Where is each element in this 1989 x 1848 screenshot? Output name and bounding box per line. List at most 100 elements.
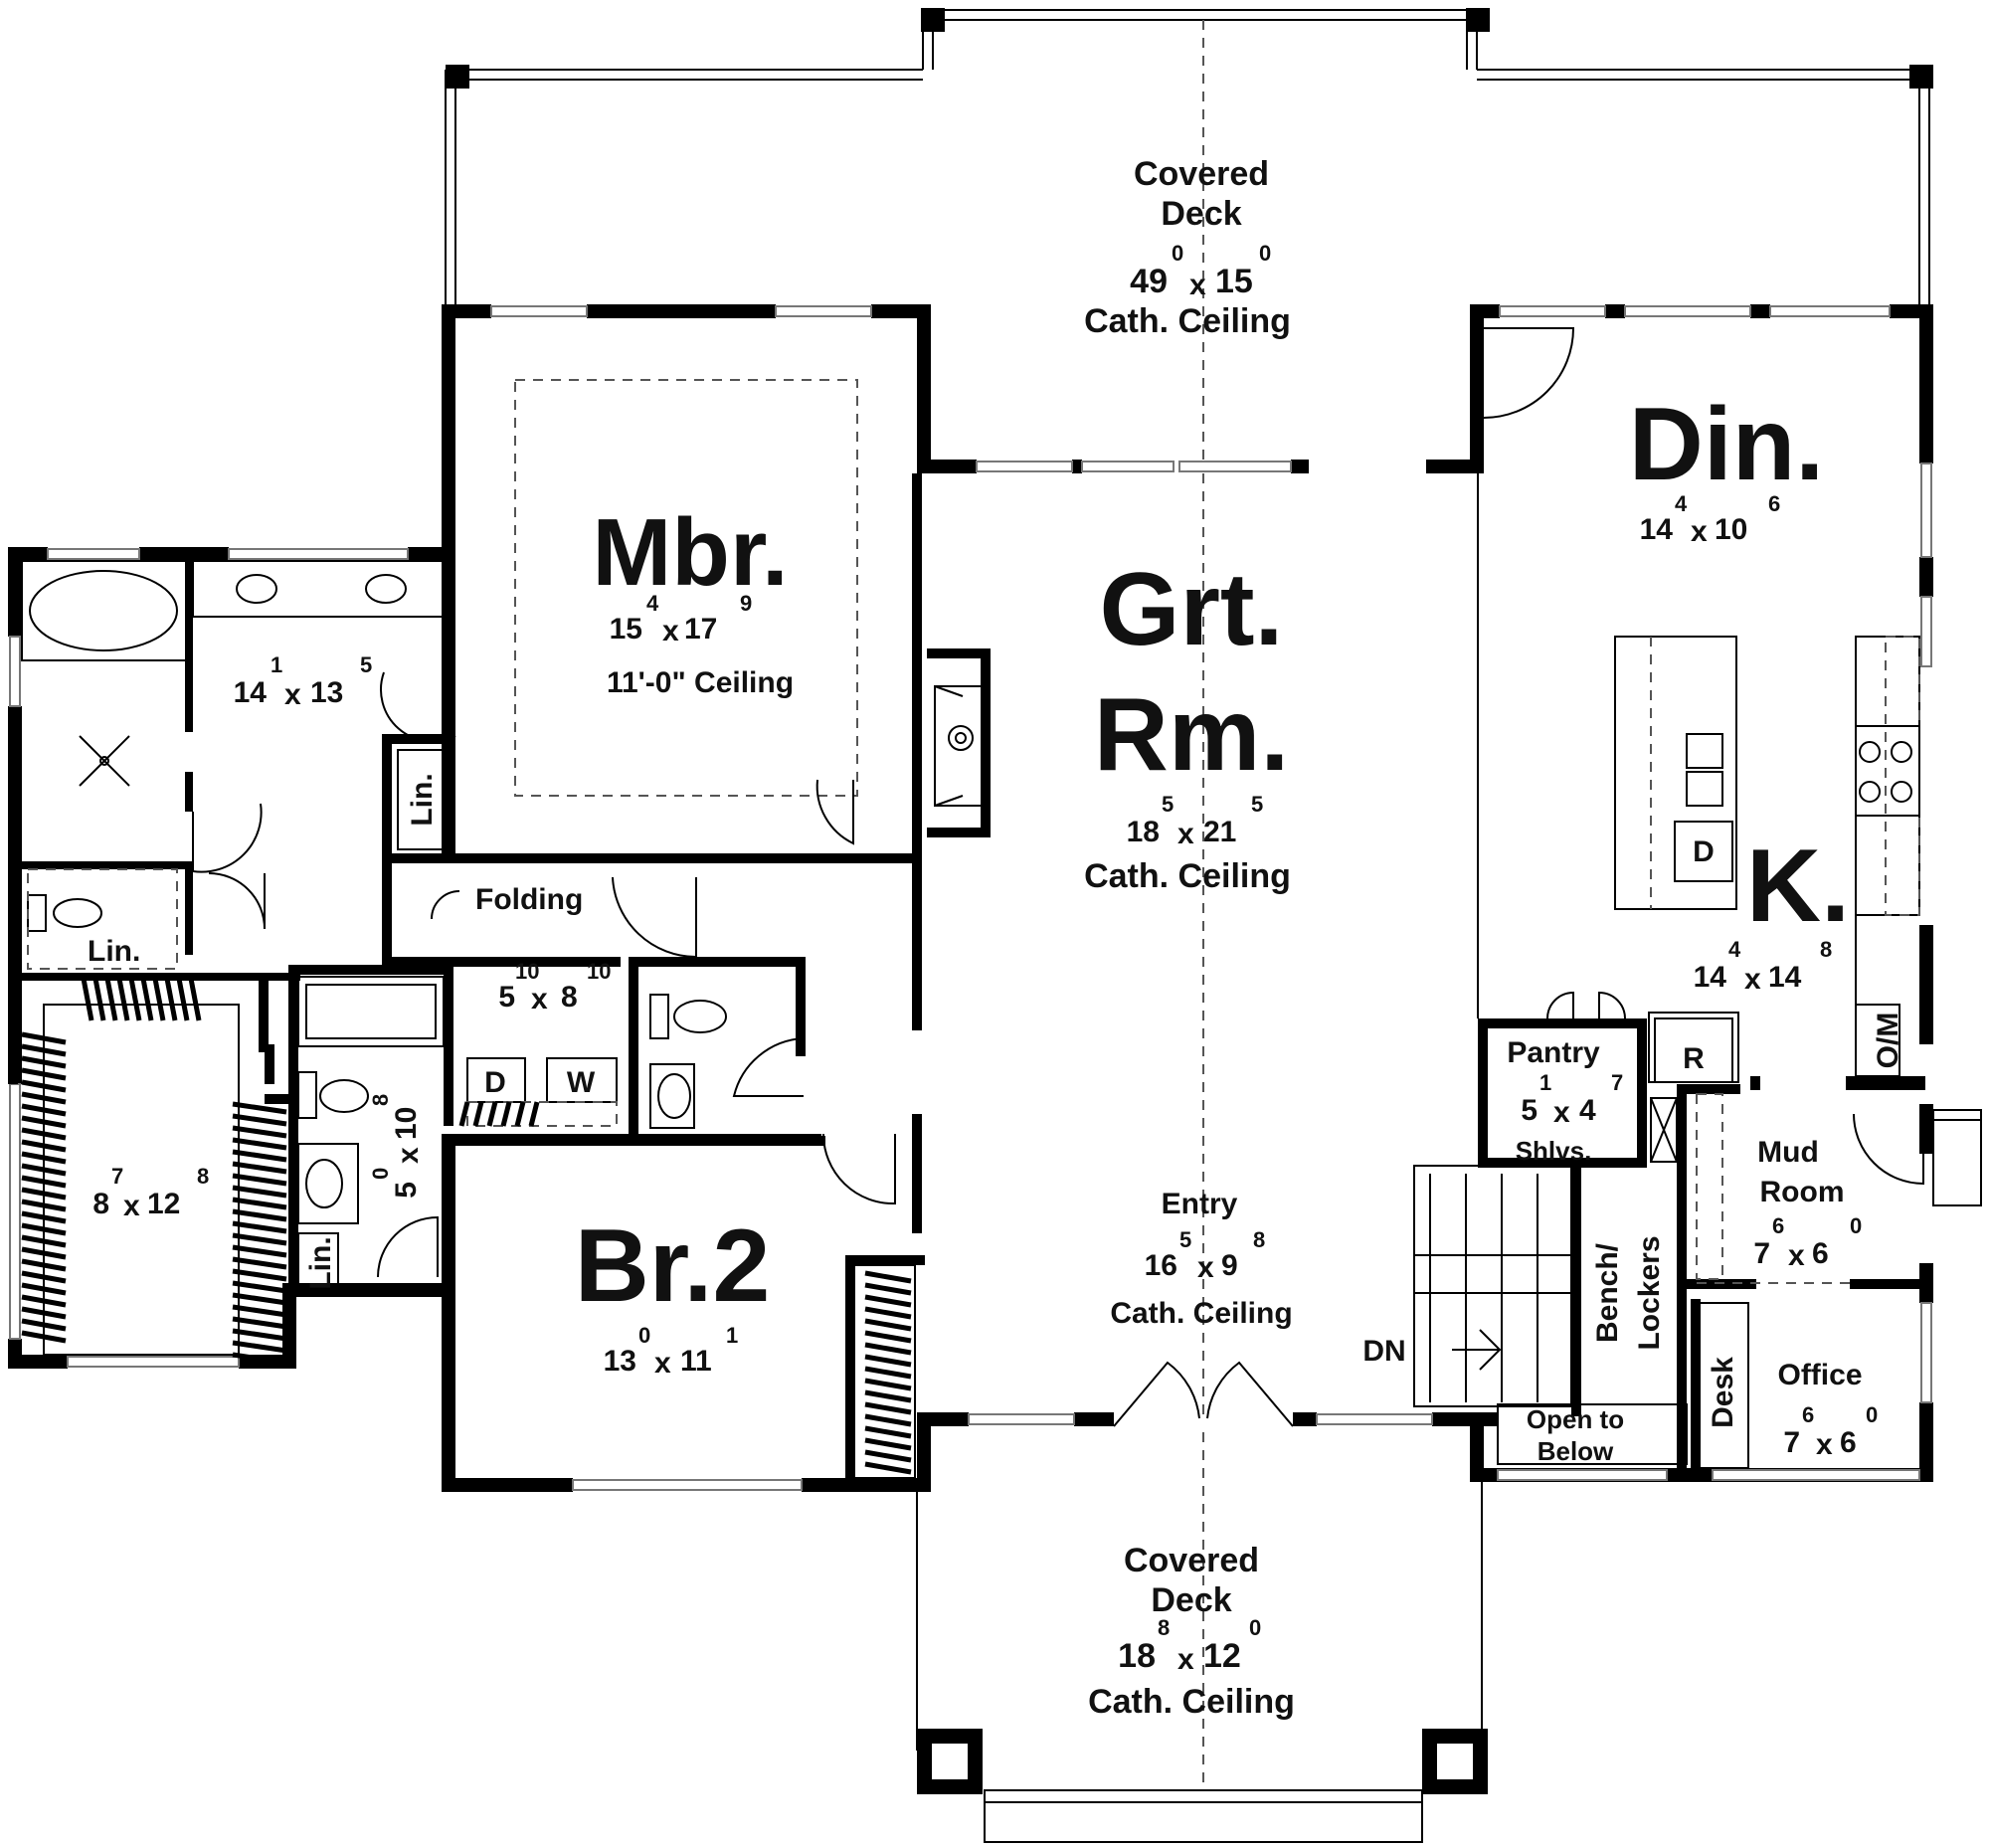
mud-x: x — [1788, 1239, 1805, 1272]
deck-top-line1: Covered — [1134, 155, 1269, 193]
shelf-hatch — [864, 1413, 912, 1427]
mud-w-sup: 6 — [1772, 1213, 1784, 1238]
closet-w-sup: 7 — [111, 1164, 123, 1189]
shelf-hatch — [21, 1294, 67, 1308]
shelf-hatch — [21, 1127, 67, 1141]
shelf-hatch — [232, 1208, 287, 1222]
entry-name: Entry — [1162, 1188, 1238, 1220]
windows — [9, 305, 1932, 1491]
shelf-hatch — [486, 1101, 498, 1127]
shelf-hatch — [21, 1282, 67, 1296]
open-below-line2: Below — [1537, 1436, 1614, 1466]
hallbath-w-sup: 0 — [368, 1168, 393, 1180]
pantry-w-sup: 1 — [1539, 1070, 1551, 1095]
shelf-hatch — [500, 1101, 512, 1127]
hallbath-d: 10 — [390, 1107, 423, 1140]
mbath-w: 14 — [234, 676, 268, 709]
br2-name: Br.2 — [575, 1208, 771, 1324]
desk-label: Desk — [1707, 1357, 1739, 1428]
mbr-d: 17 — [684, 613, 717, 646]
shelf-hatch — [140, 978, 154, 1021]
kitchen-d-sup: 8 — [1820, 937, 1832, 962]
din-d-sup: 6 — [1768, 491, 1780, 516]
mud-w: 7 — [1753, 1237, 1770, 1270]
shelf-hatch — [232, 1244, 287, 1258]
mud-line2: Room — [1760, 1176, 1845, 1208]
shelf-hatch — [232, 1340, 287, 1354]
laundry-w: 5 — [498, 981, 515, 1014]
kitchen-x: x — [1744, 963, 1761, 996]
shelf-hatch — [21, 1079, 67, 1093]
laundry-d-sup: 10 — [587, 959, 611, 984]
deck-top-w-sup: 0 — [1172, 241, 1183, 266]
deck-top-note: Cath. Ceiling — [1084, 302, 1291, 340]
pantry-note: Shlvs. — [1516, 1136, 1592, 1166]
mbath-x: x — [284, 678, 301, 711]
shelf-hatch — [864, 1366, 912, 1380]
grt-d-sup: 5 — [1251, 792, 1263, 817]
shelf-hatch — [864, 1449, 912, 1463]
shelf-hatch — [232, 1280, 287, 1294]
shelf-hatch — [864, 1294, 912, 1308]
hallbath-x: x — [392, 1147, 425, 1164]
entry-w: 16 — [1145, 1249, 1177, 1282]
grt-note: Cath. Ceiling — [1084, 857, 1291, 895]
mbr-w: 15 — [610, 613, 642, 646]
bench-line1: Bench/ — [1591, 1242, 1624, 1343]
shelf-hatch — [176, 978, 190, 1021]
shelf-hatch — [104, 978, 118, 1021]
shelf-hatch — [864, 1342, 912, 1356]
grt-d: 21 — [1203, 816, 1236, 848]
office-name: Office — [1777, 1359, 1862, 1391]
entry-x: x — [1197, 1251, 1214, 1284]
office-x: x — [1816, 1428, 1833, 1461]
mbr-note: 11'-0" Ceiling — [607, 666, 794, 699]
shelf-hatch — [116, 978, 130, 1021]
folding-label: Folding — [475, 883, 583, 916]
shelf-hatch — [232, 1268, 287, 1282]
shelf-hatch — [21, 1067, 67, 1081]
shelf-hatch — [81, 978, 94, 1021]
office-w: 7 — [1783, 1426, 1800, 1459]
shelf-hatch — [864, 1282, 912, 1296]
kitchen-w: 14 — [1694, 961, 1727, 994]
deck-bottom-line2: Deck — [1151, 1581, 1231, 1619]
deck-bottom-note: Cath. Ceiling — [1088, 1683, 1295, 1721]
pantry-x: x — [1553, 1096, 1570, 1129]
hallbath-w: 5 — [390, 1182, 423, 1199]
deck-top-x: x — [1189, 269, 1206, 301]
shelf-hatch — [232, 1113, 287, 1127]
shelf-hatch — [232, 1173, 287, 1187]
office-w-sup: 6 — [1802, 1402, 1814, 1427]
bench-line2: Lockers — [1633, 1235, 1666, 1350]
lin-bath-label: Lin. — [88, 935, 140, 968]
shelf-hatch — [514, 1101, 526, 1127]
shelf-hatch — [21, 1043, 67, 1057]
shelf-hatch — [528, 1101, 540, 1127]
laundry-x: x — [531, 983, 548, 1016]
shelf-hatch — [21, 1115, 67, 1129]
office-d-sup: 0 — [1866, 1402, 1878, 1427]
mbath-d-sup: 5 — [360, 652, 372, 677]
din-w-sup: 4 — [1675, 491, 1688, 516]
shelf-hatch — [21, 1318, 67, 1332]
shelf-hatch — [232, 1125, 287, 1139]
shelf-hatch — [232, 1149, 287, 1163]
din-x: x — [1691, 515, 1708, 548]
deck-bottom-d-sup: 0 — [1249, 1615, 1261, 1640]
shelf-hatch — [21, 1091, 67, 1105]
mbr-x: x — [662, 615, 679, 647]
br2-x: x — [654, 1347, 671, 1380]
shelf-hatch — [232, 1352, 287, 1366]
shelf-hatch — [232, 1197, 287, 1210]
shelf-hatch — [232, 1316, 287, 1330]
din-name: Din. — [1629, 387, 1824, 502]
lin-hall-label: Lin. — [304, 1236, 337, 1289]
mbath-w-sup: 1 — [271, 652, 282, 677]
shelf-hatch — [21, 1270, 67, 1284]
deck-bottom-d: 12 — [1203, 1637, 1241, 1675]
closet-shelving — [21, 978, 912, 1475]
shelf-hatch — [21, 1055, 67, 1069]
mbr-d-sup: 9 — [740, 591, 752, 616]
